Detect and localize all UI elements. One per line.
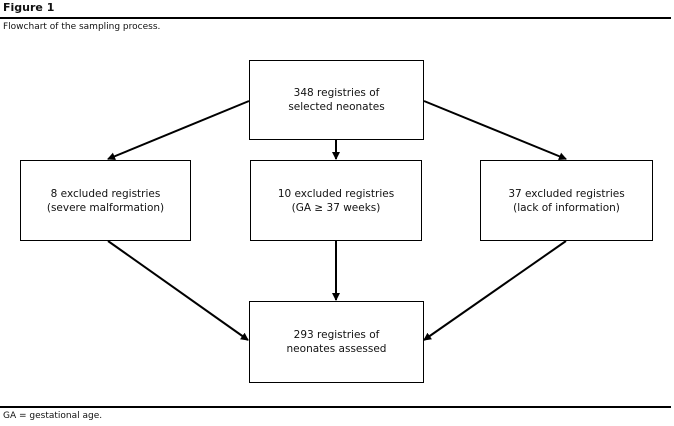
box-bottom-line1: 293 registries of: [293, 329, 380, 341]
arrow-right-to-bottom: [423, 240, 567, 341]
figure-title: Figure 1: [3, 1, 55, 14]
box-left-line2: (severe malformation): [46, 201, 165, 214]
arrow-top-to-right: [423, 100, 567, 161]
box-excluded-lack-information: 37 excluded registries (lack of informat…: [480, 160, 653, 241]
box-middle-line2: (GA ≥ 37 weeks): [291, 201, 381, 214]
footnote: GA = gestational age.: [3, 411, 103, 421]
box-right-line1: 37 excluded registries: [508, 187, 625, 200]
box-neonates-assessed: 293 registries of neonates assessed: [249, 301, 424, 383]
top-rule: [0, 17, 671, 19]
box-excluded-gestational-age: 10 excluded registries (GA ≥ 37 weeks): [250, 160, 422, 241]
box-selected-neonates: 348 registries of selected neonates: [249, 60, 424, 140]
box-top-line1: 348 registries of: [293, 87, 380, 99]
box-right-line2: (lack of information): [513, 201, 620, 214]
arrow-top-to-left: [107, 100, 250, 161]
bottom-rule: [0, 406, 671, 408]
figure-caption: Flowchart of the sampling process.: [3, 22, 161, 32]
box-top-line2: selected neonates: [288, 101, 385, 113]
box-left-line1: 8 excluded registries: [50, 187, 161, 200]
box-bottom-line2: neonates assessed: [286, 343, 387, 355]
arrow-left-to-bottom: [107, 240, 249, 341]
box-excluded-malformation: 8 excluded registries (severe malformati…: [20, 160, 191, 241]
box-middle-line1: 10 excluded registries: [277, 187, 395, 200]
